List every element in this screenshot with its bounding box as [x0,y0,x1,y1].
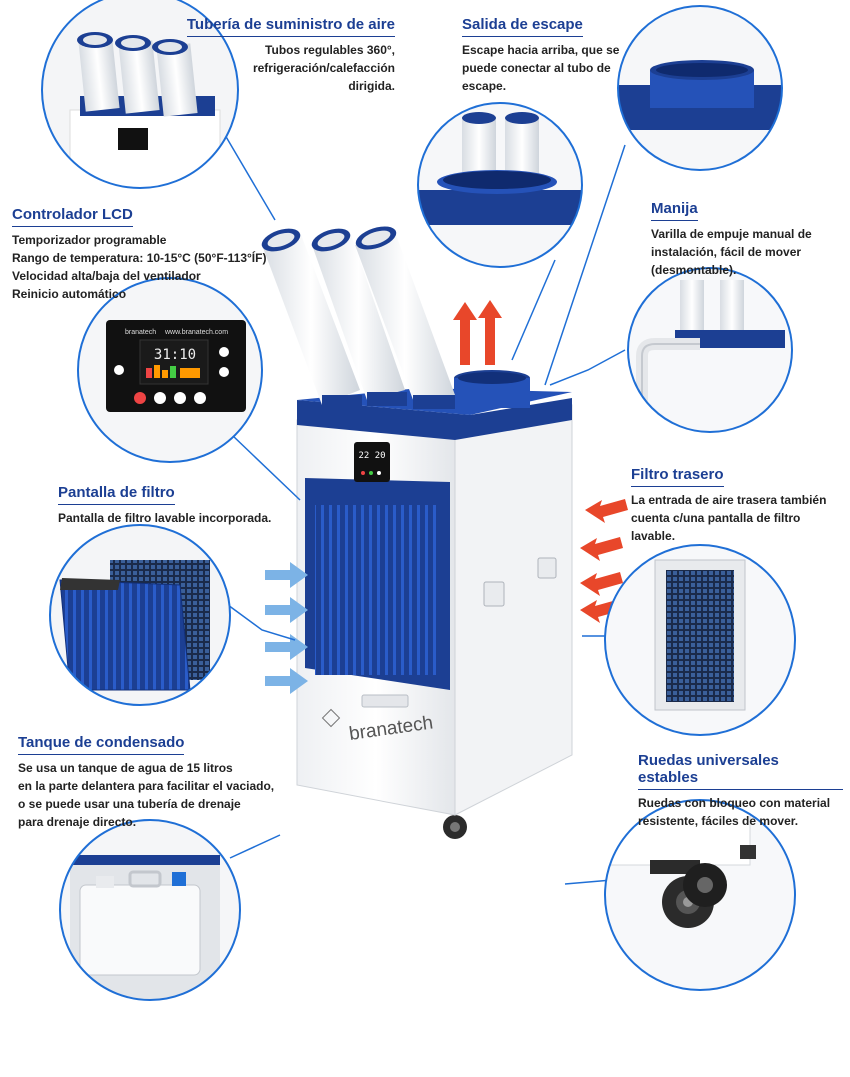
supply-tubes [261,226,455,409]
lcd-digits: 31:10 [154,347,196,363]
detail-exhaust [417,102,583,268]
callout-lcd-text: Temporizador programable Rango de temper… [12,233,267,301]
lcd-panel-url: www.branatech.com [164,329,228,336]
callout-rear-filter-title: Filtro trasero [631,466,724,487]
callout-filter-screen: Pantalla de filtro Pantalla de filtro la… [58,484,283,527]
detail-condensate-tank [59,819,241,1001]
detail-wheels [604,799,796,991]
callout-lcd: Controlador LCD Temporizador programable… [12,206,277,303]
callout-supply-text: Tubos regulables 360°, refrigeración/cal… [252,43,395,93]
main-unit: 22 20 branatech [261,226,573,839]
callout-exhaust-title: Salida de escape [462,16,583,37]
detail-rear-filter [604,544,796,736]
detail-handle [627,267,793,433]
callout-wheels: Ruedas universales estables Ruedas con b… [638,752,843,830]
callout-filter-screen-text: Pantalla de filtro lavable incorporada. [58,511,272,525]
unit-display-digits: 22 20 [358,451,385,461]
callout-filter-screen-title: Pantalla de filtro [58,484,175,505]
detail-supply-tubes [41,0,239,189]
callout-handle-text: Varilla de empuje manual de instalación,… [651,227,812,277]
callout-tank: Tanque de condensado Se usa un tanque de… [18,734,288,831]
exhaust-arrows [453,300,502,365]
callout-exhaust: Salida de escape Escape hacia arriba, qu… [462,16,632,95]
callout-exhaust-text: Escape hacia arriba, que se puede conect… [462,43,620,93]
detail-exhaust-collar [617,5,783,171]
callout-rear-filter-text: La entrada de aire trasera también cuent… [631,493,827,543]
callout-tank-title: Tanque de condensado [18,734,185,755]
callout-lcd-title: Controlador LCD [12,206,133,227]
callout-wheels-title: Ruedas universales estables [638,752,843,790]
callout-handle: Manija Varilla de empuje manual de insta… [651,200,841,279]
callout-handle-title: Manija [651,200,698,221]
lcd-panel-brand: branatech [125,329,156,336]
callout-supply: Tubería de suministro de aire Tubos regu… [180,16,395,95]
detail-filter-screen [49,524,231,706]
callout-rear-filter: Filtro trasero La entrada de aire traser… [631,466,846,545]
callout-supply-title: Tubería de suministro de aire [186,16,395,37]
callout-tank-text: Se usa un tanque de agua de 15 litros en… [18,761,275,829]
callout-wheels-text: Ruedas con bloqueo con material resisten… [638,796,831,828]
detail-lcd-controller: 31:10 branatech www.branatech.com [77,277,263,463]
intake-arrows-front [265,562,308,694]
